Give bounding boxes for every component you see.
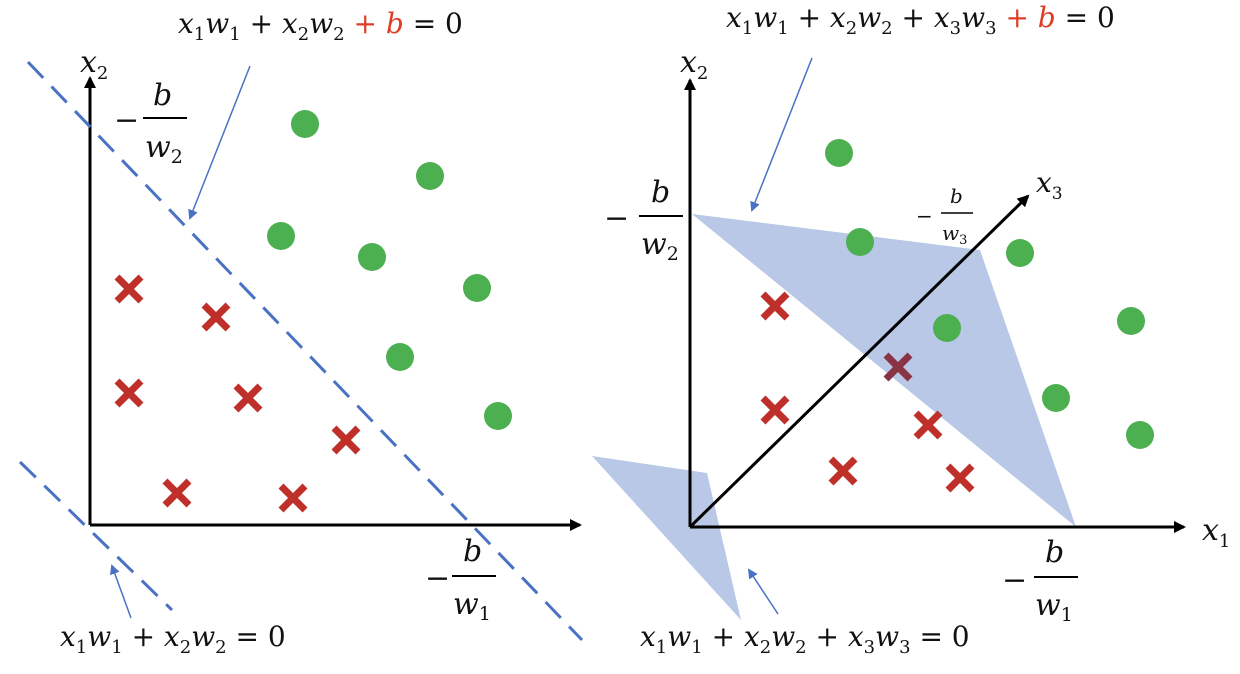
left-x-intercept-label: − b w1 [425, 534, 496, 625]
data-point-circle [933, 314, 961, 342]
data-point-cross [233, 383, 263, 413]
right-boundary-equation: x1w1 + x2w2 + x3w3 + b = 0 [726, 1, 1115, 39]
right-class-negative [760, 291, 975, 493]
svg-text:−: − [425, 561, 450, 596]
right-origin-plane [592, 456, 741, 620]
svg-text:w2: w2 [641, 227, 679, 265]
data-point-circle [267, 222, 295, 250]
left-class-positive [267, 110, 512, 430]
right-x3-axis [688, 194, 1030, 529]
left-class-negative [114, 274, 361, 513]
bias-term: + b [345, 7, 404, 40]
svg-text:w1: w1 [1035, 588, 1073, 626]
right-bottom-pointer-arrow [747, 568, 779, 615]
svg-text:−: − [1002, 563, 1027, 598]
data-point-circle [1042, 384, 1070, 412]
data-point-cross [331, 425, 361, 455]
svg-text:b: b [153, 78, 172, 113]
right-decision-plane [692, 214, 1076, 527]
right-x2-axis-label: x2 [680, 45, 708, 84]
left-y-intercept-label: − b w2 [114, 78, 187, 168]
data-point-cross [945, 463, 975, 493]
data-point-cross [883, 352, 913, 382]
right-x-intercept-label: − b w1 [1002, 535, 1078, 626]
right-x3-axis-label: x3 [1036, 166, 1063, 204]
data-point-circle [463, 274, 491, 302]
left-top-pointer-arrow [188, 65, 251, 220]
svg-text:w1: w1 [453, 587, 491, 625]
data-point-cross [162, 478, 192, 508]
left-x2-axis-label: x2 [80, 45, 108, 84]
svg-text:b: b [1045, 535, 1064, 570]
data-point-cross [760, 395, 790, 425]
data-point-circle [846, 228, 874, 256]
data-point-circle [1006, 239, 1034, 267]
right-origin-equation: x1w1 + x2w2 + x3w3 = 0 [640, 620, 970, 658]
bias-term: + b [997, 1, 1056, 34]
data-point-circle [825, 139, 853, 167]
svg-text:b: b [463, 534, 482, 569]
left-decision-boundary [26, 60, 584, 642]
right-z-intercept-label: − b w3 [916, 184, 973, 248]
svg-text:b: b [950, 184, 963, 208]
data-point-cross [913, 410, 943, 440]
data-point-circle [1126, 421, 1154, 449]
data-point-cross [278, 483, 308, 513]
left-panel: x2 − b w2 − b w1 x1w1 + x2w2 + b = 0 x1w… [18, 7, 584, 658]
svg-text:w3: w3 [942, 221, 967, 248]
data-point-cross [828, 456, 858, 486]
data-point-cross [114, 378, 144, 408]
data-point-circle [1117, 307, 1145, 335]
right-y-intercept-label: − b w2 [604, 175, 683, 265]
right-class-positive [825, 139, 1154, 449]
data-point-cross [114, 274, 144, 304]
left-origin-boundary [18, 460, 174, 612]
right-top-pointer-arrow [750, 57, 813, 212]
svg-text:−: − [916, 204, 933, 228]
right-panel: x2 x1 x3 − b w2 − b w3 − b w1 [592, 1, 1230, 658]
left-boundary-equation: x1w1 + x2w2 + b = 0 [178, 7, 463, 45]
svg-text:−: − [114, 103, 139, 138]
data-point-cross [201, 302, 231, 332]
left-bottom-pointer-arrow [110, 564, 132, 619]
left-origin-equation: x1w1 + x2w2 = 0 [60, 620, 286, 658]
svg-text:w2: w2 [145, 130, 183, 168]
data-point-cross [760, 291, 790, 321]
svg-text:−: − [604, 201, 629, 236]
data-point-circle [416, 162, 444, 190]
data-point-circle [358, 243, 386, 271]
data-point-circle [484, 402, 512, 430]
data-point-circle [386, 343, 414, 371]
svg-text:b: b [651, 175, 670, 210]
right-x1-axis-label: x1 [1202, 513, 1230, 552]
data-point-circle [291, 110, 319, 138]
